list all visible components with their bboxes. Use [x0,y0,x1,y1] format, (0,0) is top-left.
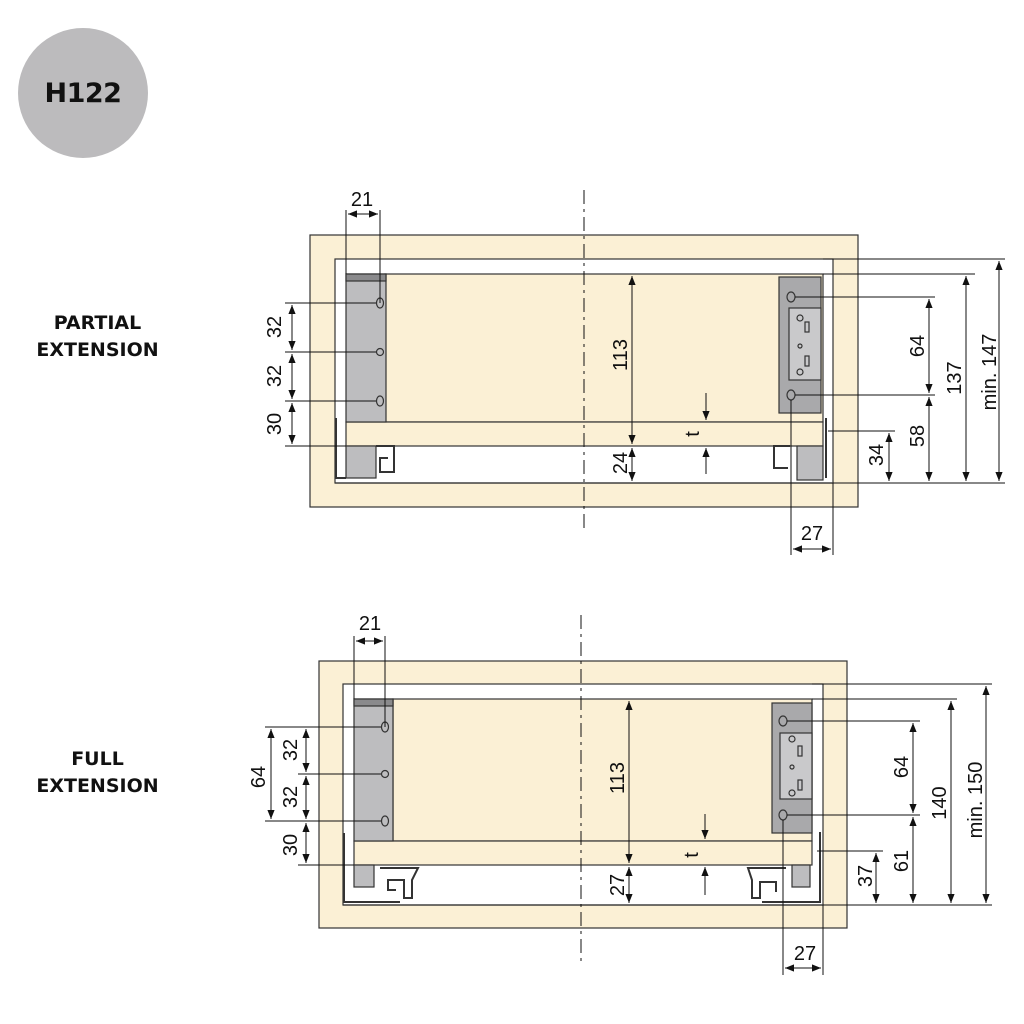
dim-bracket-width: 21 [351,189,373,211]
right-bracket [778,276,822,414]
right-rail [746,832,821,903]
dim-thickness: t [681,852,703,858]
dim-right-hole-to-base: 61 [891,850,913,872]
full-extension-label: FULL EXTENSION [0,746,195,800]
dim-hole-spacing-1: 32 [280,739,302,761]
dim-thickness: t [682,431,704,437]
full-extension-drawing [318,660,848,929]
dim-rail-height: 37 [855,865,877,887]
dim-bottom-clearance: 27 [607,874,629,896]
full-dimension-labels: 21 64 32 32 30 113 27 t 64 61 37 140 min… [248,613,987,965]
label-line-1: FULL [71,748,124,770]
right-rail [773,418,827,481]
dim-hole-spacing-2: 32 [264,365,286,387]
label-line-1: PARTIAL [53,312,142,334]
partial-dimension-labels: 21 32 32 30 113 24 t 64 58 34 137 min. 1… [264,189,1001,545]
label-line-2: EXTENSION [36,339,159,361]
partial-dimensions [285,190,1005,555]
dim-bottom-clearance: 24 [610,452,632,474]
label-line-2: EXTENSION [36,775,159,797]
dim-bracket-width: 21 [359,613,381,635]
left-bracket [353,698,394,842]
model-code: H122 [44,77,122,109]
full-dimensions [265,615,992,975]
dim-right-hole-spacing: 64 [891,756,913,778]
dim-right-hole-to-base: 58 [907,425,929,447]
dim-hole-spacing-2: 32 [280,786,302,808]
dim-inner-height: 137 [944,361,966,394]
dim-right-hole-spacing: 64 [907,335,929,357]
dim-rail-height: 34 [866,444,888,466]
dim-side-offset: 27 [801,523,823,545]
dim-min-height: min. 147 [979,334,1001,411]
left-rail [335,418,395,479]
dim-front-height: 113 [607,762,629,794]
dim-hole-to-base: 30 [280,834,302,856]
model-badge: H122 [18,28,148,158]
partial-extension-label: PARTIAL EXTENSION [0,310,195,364]
left-rail [343,833,420,903]
dim-front-height: 113 [610,339,632,371]
dim-side-offset: 27 [794,943,816,965]
dim-hole-spacing-total: 64 [248,766,270,788]
right-bracket [771,702,813,834]
dim-min-height: min. 150 [965,762,987,839]
dim-inner-height: 140 [929,786,951,819]
dim-hole-to-base: 30 [264,413,286,435]
left-bracket [345,273,387,423]
dim-hole-spacing-1: 32 [264,316,286,338]
